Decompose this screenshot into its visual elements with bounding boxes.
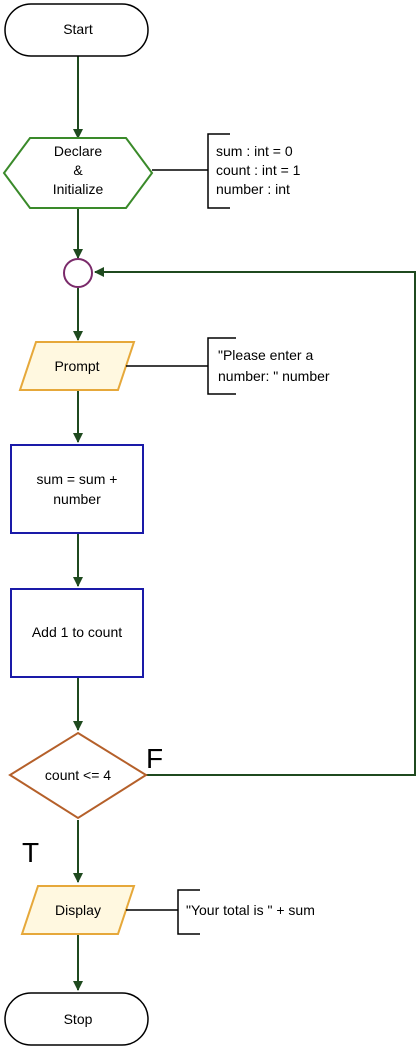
start-label: Start: [63, 21, 93, 37]
start-terminal: [4, 3, 149, 57]
prompt-annotation-bracket: [207, 337, 236, 395]
prompt-note-line2: number: " number: [218, 368, 330, 384]
false-branch-label: F: [146, 743, 163, 774]
declare-label-line2: &: [73, 162, 83, 178]
display-note-line1: "Your total is " + sum: [186, 902, 315, 918]
prompt-label: Prompt: [54, 358, 99, 374]
prompt-note-line1: "Please enter a: [218, 347, 313, 363]
arrow-false-loop-back: [94, 267, 416, 776]
stop-label: Stop: [64, 1011, 93, 1027]
declare-hexagon: [2, 137, 154, 209]
display-annotation-bracket: [177, 889, 200, 935]
declare-note-line1: sum : int = 0: [216, 143, 293, 159]
declare-label-line3: Initialize: [53, 181, 104, 197]
sum-process-line1: sum = sum +: [37, 471, 118, 487]
display-label: Display: [55, 902, 101, 918]
prompt-parallelogram: [18, 341, 136, 391]
stop-terminal: [4, 992, 149, 1046]
declare-note-line2: count : int = 1: [216, 162, 301, 178]
declare-annotation-bracket: [207, 133, 230, 209]
declare-label-line1: Declare: [54, 143, 102, 159]
declare-note-line3: number : int: [216, 181, 290, 197]
decision-label: count <= 4: [45, 767, 111, 783]
sum-process-line2: number: [53, 491, 101, 507]
count-process-label: Add 1 to count: [32, 624, 122, 640]
count-process-box: [10, 588, 144, 678]
loop-connector-circle: [63, 258, 93, 288]
decision-diamond: [8, 731, 148, 820]
sum-process-box: [10, 444, 144, 534]
true-branch-label: T: [22, 837, 39, 868]
display-parallelogram: [20, 885, 136, 935]
